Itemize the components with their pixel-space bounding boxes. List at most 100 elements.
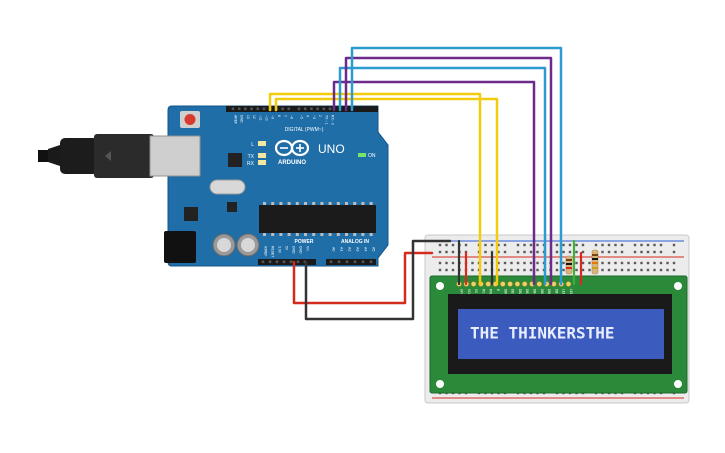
terminal-hole	[640, 268, 643, 272]
rail-hole	[503, 243, 507, 247]
terminal-hole	[471, 261, 474, 265]
chip-leg	[271, 233, 275, 236]
rail-hole	[581, 243, 585, 247]
rail-hole	[640, 243, 643, 247]
chip-leg	[263, 202, 266, 205]
wires	[268, 46, 583, 321]
reset-button-cap[interactable]	[184, 114, 196, 125]
led-tx-label: TX	[248, 154, 255, 160]
lcd-pins	[456, 281, 572, 287]
digital-pin	[237, 107, 241, 111]
small-chip	[228, 153, 242, 167]
terminal-hole	[497, 261, 500, 265]
analog-pin	[345, 260, 349, 264]
lcd-pin-label: DB2	[518, 289, 522, 295]
led-on	[358, 153, 366, 157]
analog-header-label: ANALOG IN	[341, 239, 369, 245]
rail-hole	[575, 243, 578, 247]
small-chip	[227, 202, 237, 212]
chip-leg	[295, 233, 299, 236]
rail-hole	[575, 250, 578, 254]
digital-pin	[297, 107, 301, 111]
digital-pin-label: ~11	[258, 115, 262, 121]
crystal-oscillator	[209, 179, 246, 195]
rail-hole	[562, 250, 565, 254]
chip-leg	[295, 202, 299, 205]
terminal-hole	[633, 261, 637, 265]
terminal-hole	[471, 268, 474, 272]
rail-hole	[445, 250, 448, 254]
power-pin-label: GND	[299, 246, 303, 254]
terminal-hole	[445, 261, 448, 265]
chip-leg	[312, 202, 316, 205]
rail-hole	[536, 250, 539, 254]
chip-leg	[271, 202, 275, 205]
terminal-hole	[510, 261, 513, 265]
led-rx	[258, 160, 266, 165]
digital-pin	[231, 107, 235, 111]
rail-hole	[607, 243, 611, 247]
digital-pin	[303, 107, 307, 111]
chip-leg	[312, 233, 316, 236]
terminal-hole	[523, 268, 526, 272]
power-pins	[261, 260, 373, 264]
chip-leg	[361, 233, 365, 236]
digital-pin-label: GND	[240, 115, 244, 123]
digital-pin-label: 13	[246, 115, 250, 119]
rail-hole	[659, 250, 663, 254]
terminal-hole	[516, 261, 520, 265]
chip-leg	[279, 233, 283, 236]
power-pin	[268, 260, 272, 264]
digital-pin-label: ~6	[289, 115, 293, 119]
voltage-regulator	[184, 207, 198, 221]
terminal-hole	[646, 261, 650, 265]
power-pin	[296, 260, 300, 264]
lcd-pin-label: DB5	[540, 289, 544, 295]
rail-hole	[607, 250, 611, 254]
rail-hole	[516, 243, 520, 247]
terminal-hole	[627, 268, 630, 272]
arduino-logo-icon	[274, 139, 310, 157]
digital-pin	[250, 107, 253, 111]
terminal-hole	[588, 261, 591, 265]
lcd-pin-label: V0	[474, 289, 478, 293]
rail-hole	[523, 250, 526, 254]
rail-hole	[633, 243, 637, 247]
digital-pin	[316, 107, 319, 111]
arduino-model-text: UNO	[318, 142, 345, 156]
terminal-hole	[516, 268, 520, 272]
analog-header	[326, 259, 376, 265]
terminal-hole	[614, 261, 617, 265]
atmega-chip	[259, 205, 376, 233]
rail-hole	[438, 243, 442, 247]
lcd-pin-label: DB3	[525, 289, 529, 295]
terminal-hole	[601, 261, 604, 265]
terminal-hole	[646, 268, 650, 272]
terminal-hole	[529, 268, 533, 272]
rail-hole	[503, 250, 507, 254]
lcd-screen	[458, 309, 664, 359]
chip-leg	[287, 202, 291, 205]
rail-hole	[581, 250, 585, 254]
digital-pin-label: ~5	[300, 115, 304, 119]
terminal-hole	[581, 261, 585, 265]
lcd-pin	[536, 281, 543, 287]
top-rail-holes	[438, 243, 676, 254]
digital-pin-label: ~3	[312, 115, 316, 119]
lcd-mount-hole	[436, 282, 444, 290]
rail-hole	[653, 250, 656, 254]
rail-hole	[445, 243, 448, 247]
rail-hole	[646, 243, 650, 247]
rail-hole	[672, 243, 676, 247]
lcd-pin-label: RW	[489, 289, 493, 294]
terminal-hole	[588, 268, 591, 272]
chip-leg	[361, 202, 365, 205]
terminal-hole	[503, 268, 507, 272]
digital-pin-label: ~9	[271, 115, 275, 119]
terminal-hole	[445, 268, 448, 272]
power-pin	[275, 260, 279, 264]
terminal-hole	[555, 261, 559, 265]
analog-pin-label: A3	[356, 247, 360, 251]
lcd-pin	[565, 281, 572, 287]
